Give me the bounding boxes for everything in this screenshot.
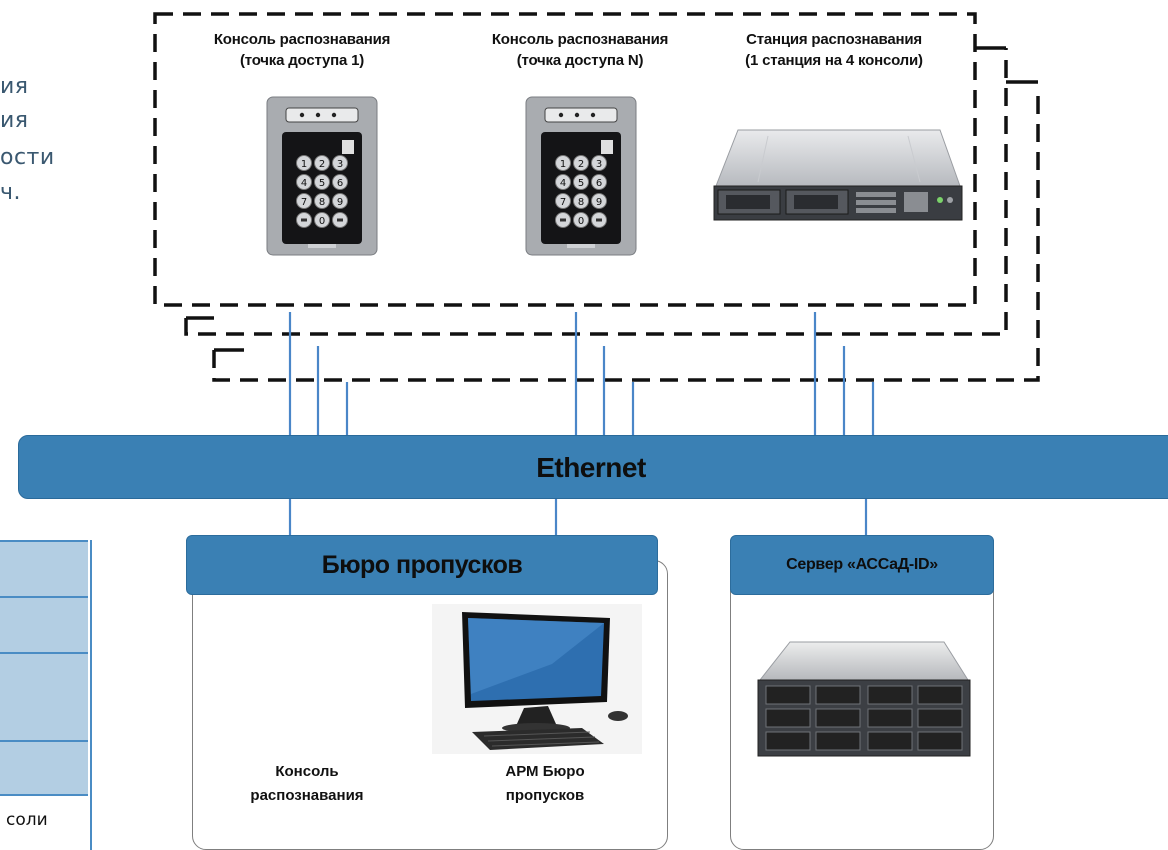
table-row [0,652,88,742]
bureau-arm-caption: АРМ Бюро пропусков [505,763,585,804]
keypad-key-label: 8 [578,197,584,208]
keypad-key-label: 2 [578,159,584,170]
table-last-cell-text: соли [6,810,48,830]
storage-server-icon [757,641,971,757]
keypad-key [555,174,571,190]
dashed-frame-3 [212,88,1040,382]
keypad-key-label: 7 [560,197,566,208]
keypad-key [296,193,312,209]
keypad-key-label: 8 [319,197,325,208]
keypad-key-label: 7 [301,197,307,208]
console-n-title: Консоль распознавания (точка доступа N) [491,31,669,69]
keypad-key [591,193,607,209]
keypad-key-label: 5 [578,178,584,189]
keypad-key [332,193,348,209]
ethernet-bus: Ethernet [18,435,1168,499]
keypad-key [573,193,589,209]
keypad-key-label: 4 [301,178,307,189]
keypad-key [591,174,607,190]
keypad-key-label: 1 [301,159,307,170]
keypad-key [591,155,607,171]
keypad-key [332,174,348,190]
keypad-key-label: 1 [560,159,566,170]
recognition-console-device-n: 1 2 3 4 5 6 7 8 9 0 [525,96,637,261]
keypad-key-label: 3 [337,159,343,170]
bureau-console-caption: Консоль распознавания [250,763,364,804]
table-last-cell: соли [0,794,88,847]
keypad-key [314,155,330,171]
keypad-key-label: 9 [596,197,602,208]
left-text-line-4: ч. [0,180,21,205]
console-1-title: Консоль распознавания (точка доступа 1) [213,31,391,69]
keypad-key-label: 6 [337,178,343,189]
left-text-line-3: ости [0,145,55,170]
keypad-key [296,174,312,190]
workstation-computer-icon [432,604,642,754]
keypad-key [573,174,589,190]
dashed-frame-1 [153,12,977,307]
keypad-key [314,193,330,209]
keypad-key-label: 9 [337,197,343,208]
keypad-key-label: 5 [319,178,325,189]
table-row [0,740,88,796]
left-table-fragment [0,540,92,850]
keypad-key [555,155,571,171]
keypad-key [573,155,589,171]
station-title: Станция распознавания (1 станция на 4 ко… [745,31,923,69]
keypad-key [314,212,330,228]
table-row [0,596,88,653]
server-title: Сервер «АССаД-ID» [786,556,938,573]
keypad-key [573,212,589,228]
left-text-line-2: ия [0,108,29,133]
left-text-line-1: ия [0,74,29,99]
keypad-icon: 1 2 3 4 5 6 7 8 9 0 [525,96,637,256]
keypad-key-label: 6 [596,178,602,189]
keypad-key-label: 0 [578,216,584,227]
keypad-key [332,155,348,171]
keypad-key [296,155,312,171]
recognition-station-server-icon [713,129,963,221]
keypad-key [555,193,571,209]
dashed-frame-2 [184,48,1008,336]
keypad-key-label: 4 [560,178,566,189]
keypad-icon: 1 2 3 4 5 6 7 8 9 0 [266,96,378,256]
table-row [0,540,88,597]
bureau-header: Бюро пропусков [186,535,658,595]
keypad-key-label: 0 [319,216,325,227]
recognition-console-device-1: 1 2 3 4 5 6 7 8 9 0 [266,96,378,261]
ethernet-label: Ethernet [536,452,646,483]
bureau-title: Бюро пропусков [321,551,523,579]
server-header: Сервер «АССаД-ID» [730,535,994,595]
keypad-key-label: 3 [596,159,602,170]
keypad-key-label: 2 [319,159,325,170]
keypad-key [314,174,330,190]
